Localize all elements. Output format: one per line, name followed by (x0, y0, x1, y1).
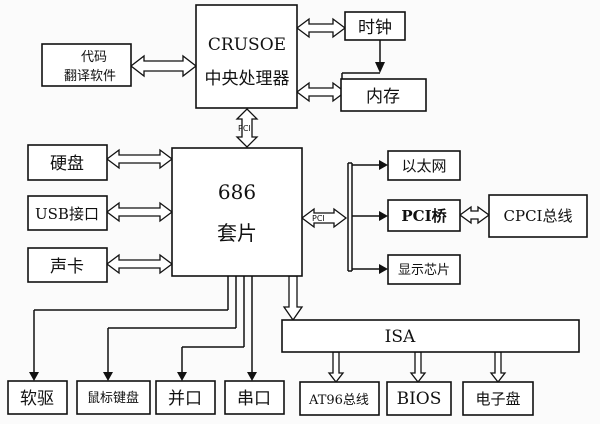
usb-label: USB接口 (35, 205, 99, 223)
arrow-sound-chipset (105, 253, 174, 275)
arrowhead-bus-display (379, 264, 388, 274)
usb-box (27, 195, 108, 231)
cpci-bus-box (488, 194, 588, 238)
hdd-label: 硬盘 (50, 154, 84, 174)
arrowhead-serial (247, 372, 257, 381)
floppy-label: 软驱 (20, 389, 54, 409)
clock-box (344, 11, 406, 41)
bios-label: BIOS (397, 389, 442, 409)
mouse-kb-label: 鼠标键盘 (87, 390, 139, 406)
memory-box (340, 78, 427, 112)
arrow-crusoe-memory (295, 81, 347, 103)
serial-label: 串口 (237, 389, 271, 409)
arrowhead-clock-memory (375, 62, 385, 73)
label-pci-vertical: PCI (238, 124, 251, 133)
clock-label: 时钟 (358, 18, 392, 38)
crusoe-label-line1: CRUSOE (208, 35, 286, 55)
sound-label: 声卡 (50, 257, 84, 277)
chipset-box (171, 147, 303, 277)
arrow-chipset-isa (282, 275, 304, 322)
parallel-label: 并口 (168, 389, 202, 409)
arrowhead-parallel (177, 372, 187, 381)
isa-label: ISA (385, 327, 416, 347)
arrow-code-crusoe (129, 54, 198, 78)
arrow-hdd-chipset (105, 148, 174, 170)
parallel-box (155, 380, 216, 415)
arrow-pci-vertical (235, 108, 259, 148)
arrow-isa-at96 (327, 351, 345, 384)
code-translate-line2: 翻译软件 (64, 69, 116, 84)
code-translate-box (41, 43, 132, 87)
edisk-label: 电子盘 (475, 390, 520, 408)
arrowhead-bus-bridge (379, 211, 388, 221)
edisk-box (462, 381, 534, 416)
display-chip-box (387, 254, 461, 285)
hdd-box (27, 144, 108, 181)
sound-box (27, 247, 108, 283)
serial-box (224, 380, 285, 415)
chipset-label-line2: 套片 (217, 221, 257, 245)
chipset-label-line1: 686 (218, 180, 256, 204)
isa-bus-box (281, 319, 580, 353)
code-translate-line1: 代码 (81, 50, 107, 65)
arrow-isa-edisk (489, 351, 507, 384)
crusoe-cpu-box (195, 4, 298, 109)
arrowhead-bus-ethernet (379, 160, 388, 170)
arrow-usb-chipset (105, 201, 174, 223)
bios-box (386, 381, 452, 416)
at96-box (299, 381, 380, 416)
arrow-crusoe-clock (295, 17, 347, 39)
arrow-pci-horizontal (300, 207, 348, 229)
cpci-bus-label: CPCI总线 (504, 207, 573, 225)
pci-bridge-label: PCI桥 (401, 207, 447, 225)
arrow-bridge-cpci (458, 205, 491, 225)
arrow-isa-bios (409, 351, 427, 384)
ethernet-box (387, 150, 461, 181)
label-pci-horizontal: PCI (312, 214, 325, 223)
arrowhead-mouse (103, 372, 113, 381)
arrowhead-floppy (29, 372, 39, 381)
ethernet-label: 以太网 (401, 157, 446, 175)
crusoe-label-line2: 中央处理器 (205, 69, 290, 89)
at96-label: AT96总线 (308, 393, 369, 408)
display-chip-label: 显示芯片 (398, 263, 450, 278)
pci-bridge-box (387, 199, 461, 232)
floppy-box (7, 380, 68, 415)
mouse-kb-box (76, 380, 151, 415)
memory-label: 内存 (366, 87, 400, 107)
